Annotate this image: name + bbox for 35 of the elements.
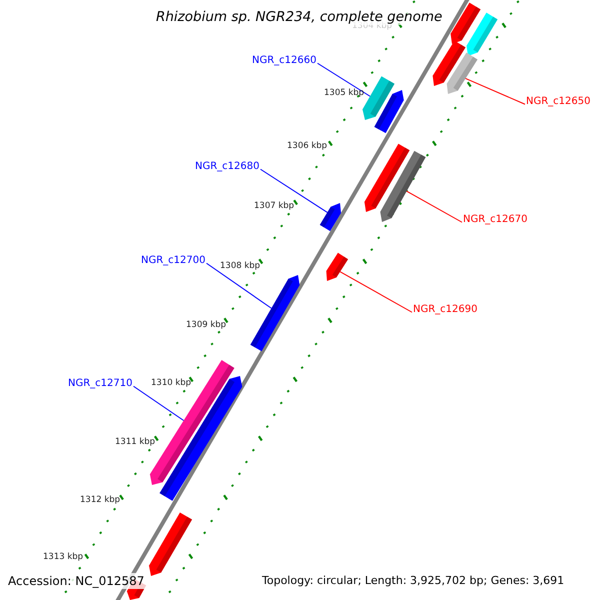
genome-summary: Topology: circular; Length: 3,925,702 bp; Genes: 3,691 [262,574,564,587]
gene-feature [362,76,394,120]
gene-feature [250,275,300,352]
scale-label: 1306 kbp [287,141,328,151]
gene-feature [466,12,498,56]
gene-feature [380,150,426,222]
leader-line [206,262,272,309]
scale-label: 1310 kbp [151,378,192,388]
gene-label: NGR_c12690 [413,304,478,315]
gene-label: NGR_c12700 [141,255,206,266]
gene-feature [446,52,478,94]
gene-label: NGR_c12680 [195,161,260,172]
scale-label: 1313 kbp [43,552,84,562]
gene-feature [320,203,342,232]
gene-label: NGR_c12660 [252,55,316,66]
gene-label: NGR_c12670 [463,214,528,225]
gene-label: NGR_c12710 [68,378,132,389]
scale-label: 1305 kbp [324,88,364,98]
leader-line [317,62,370,97]
gene-feature [364,144,410,212]
scale-label: 1307 kbp [254,201,294,211]
gene-feature [148,512,192,576]
leader-line [465,78,526,105]
scale-label: 1311 kbp [115,437,156,447]
gene-feature [326,252,348,281]
gene-feature [450,2,481,44]
scale-label: 1309 kbp [186,320,226,330]
gene-feature [374,90,404,134]
gene-feature [432,40,466,86]
leader-line [406,190,462,223]
leader-line [260,168,328,213]
leader-line [133,386,184,421]
gene-label: NGR_c12650 [526,96,590,107]
scale-label: 1308 kbp [220,261,260,271]
scale-label: 1312 kbp [80,495,120,505]
